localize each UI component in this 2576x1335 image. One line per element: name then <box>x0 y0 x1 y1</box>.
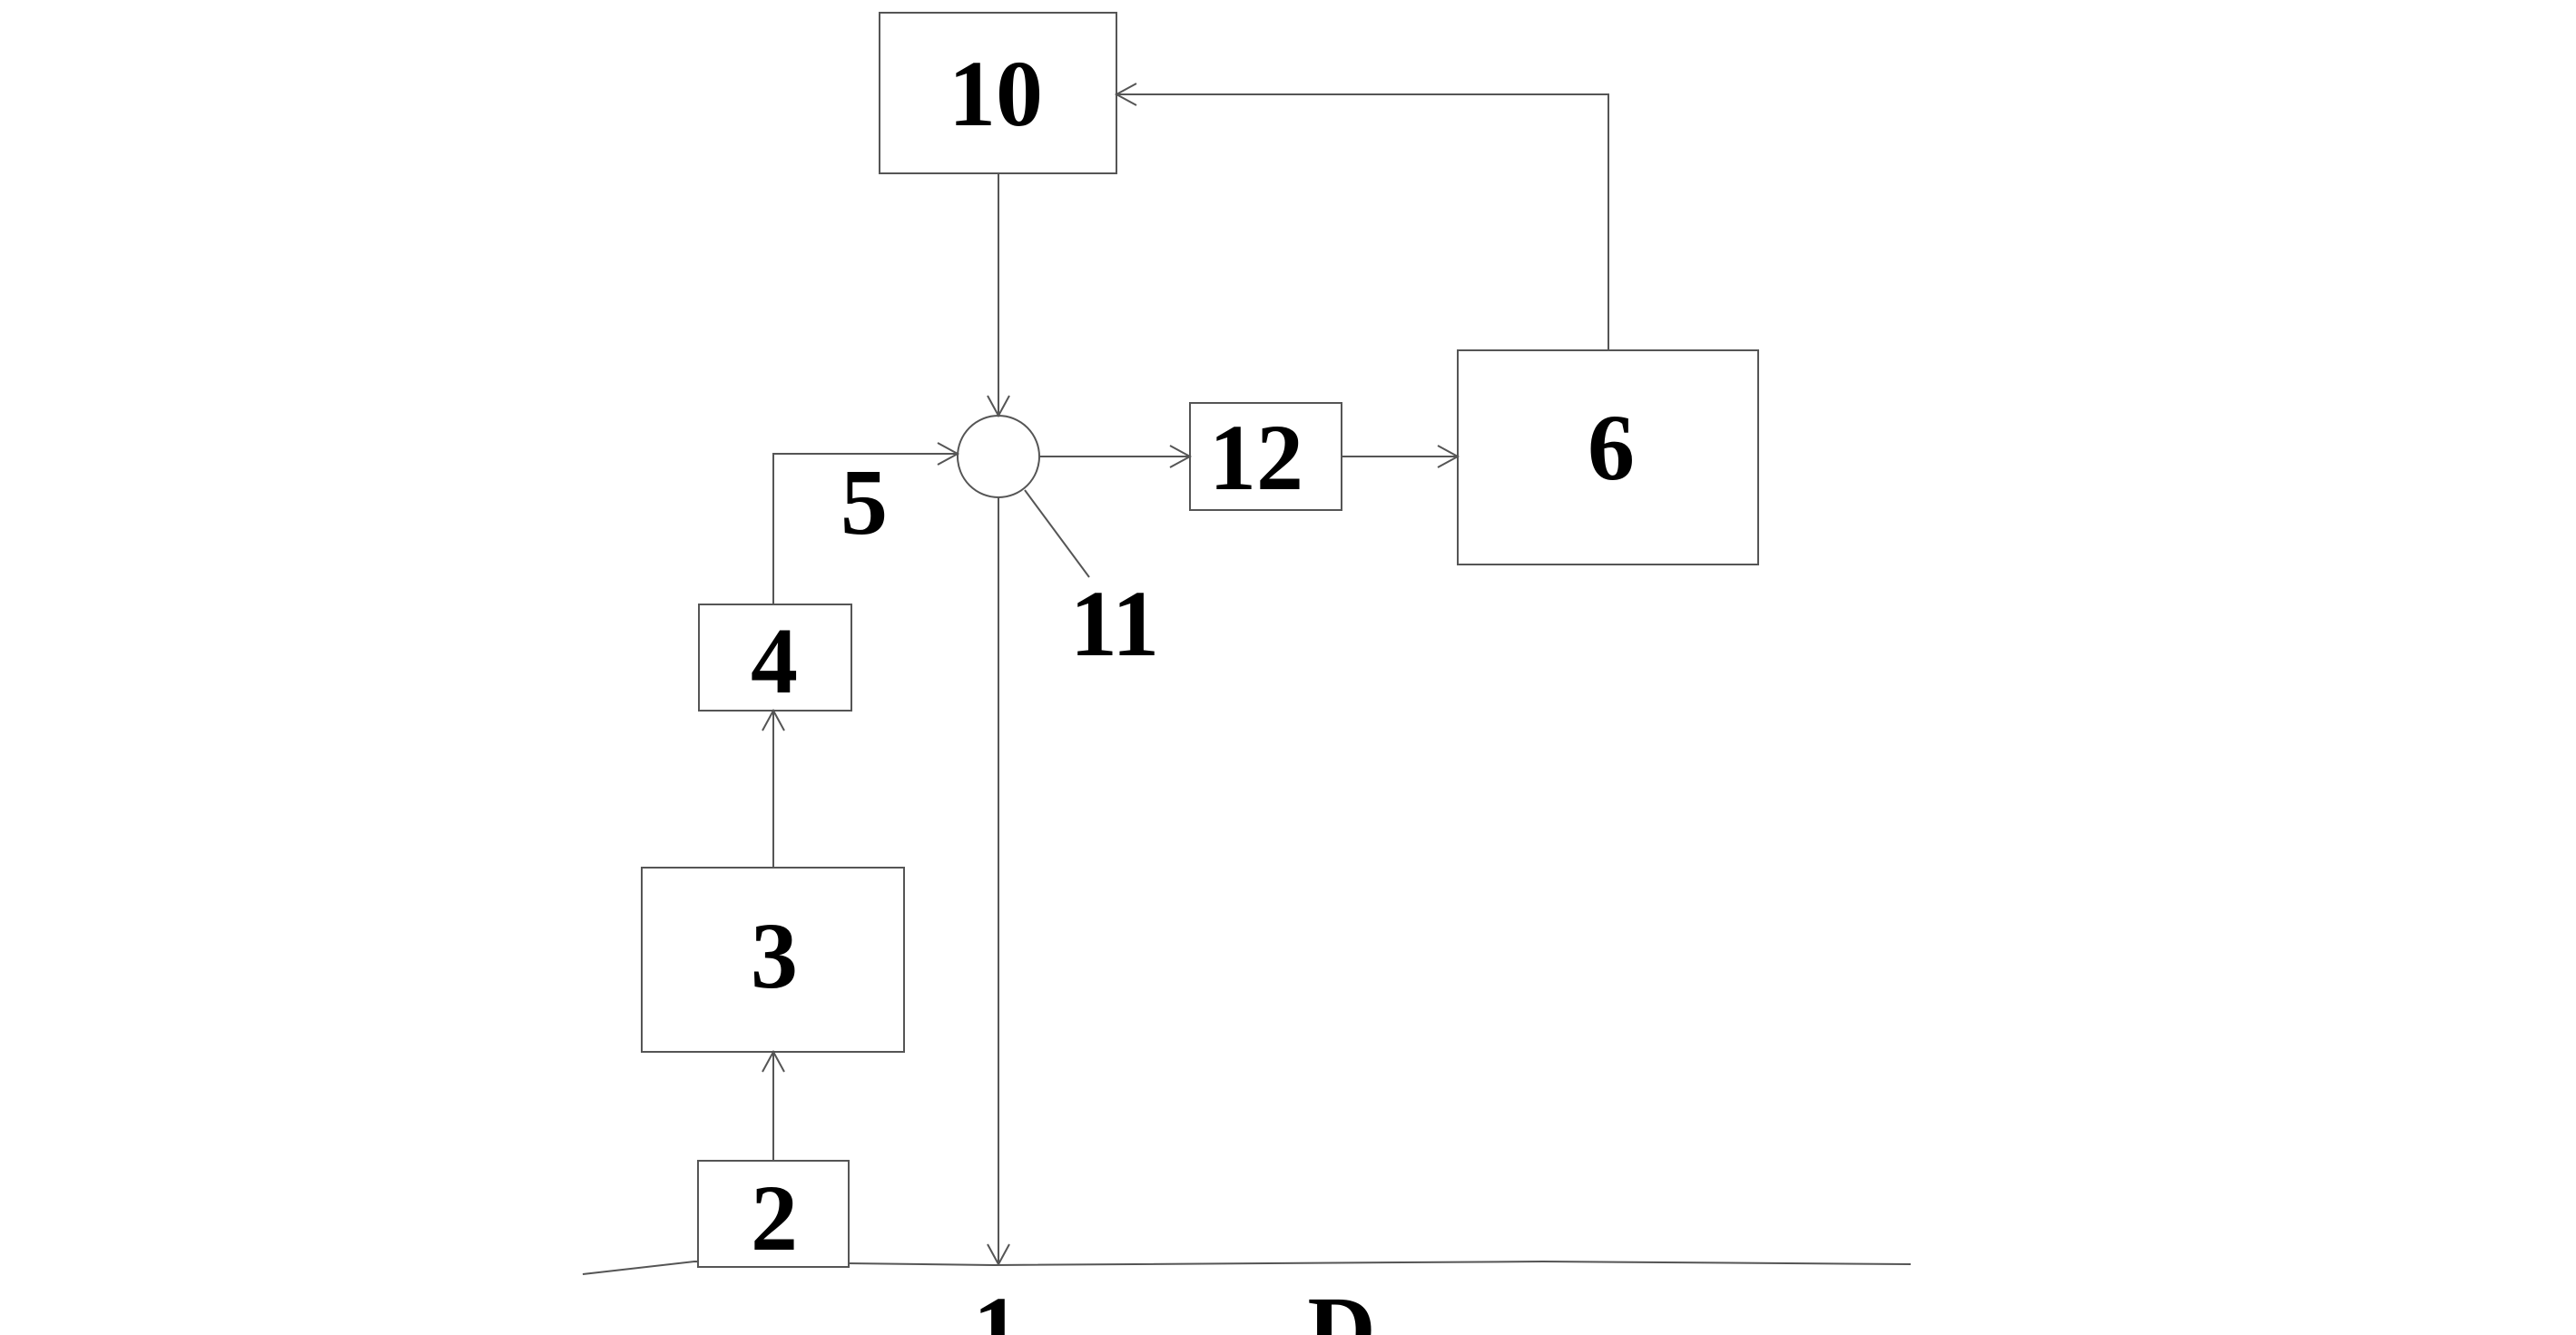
arrow-into-10 <box>1114 83 1137 106</box>
block-6-label: 6 <box>1588 396 1635 500</box>
wire-6-to-10-feedback <box>1116 93 1609 350</box>
wire-5-4-to-junction <box>772 453 958 604</box>
label-1: 1 <box>973 1278 1020 1335</box>
arrow-into-junction-top <box>987 395 1010 418</box>
block-10-label: 10 <box>949 42 1043 146</box>
block-4-label: 4 <box>751 609 798 713</box>
block-3-label: 3 <box>751 904 798 1008</box>
block-2-label: 2 <box>751 1166 798 1271</box>
arrow-into-3 <box>762 1049 785 1073</box>
arrow-into-ground <box>987 1243 1010 1267</box>
block-3 <box>641 867 905 1053</box>
block-12-label: 12 <box>1209 406 1303 510</box>
label-5: 5 <box>841 450 888 555</box>
label-d: D <box>1307 1278 1375 1335</box>
ground-line <box>582 1260 1912 1275</box>
block-4 <box>698 604 852 712</box>
label-11: 11 <box>1070 572 1159 676</box>
arrow-into-6 <box>1437 445 1460 468</box>
arrow-into-12 <box>1169 445 1193 468</box>
block-6 <box>1457 349 1759 565</box>
arrow-into-junction-left <box>937 442 960 466</box>
summing-junction-11 <box>957 415 1040 498</box>
arrow-into-4 <box>762 708 785 731</box>
block-2 <box>697 1160 850 1268</box>
block-12 <box>1189 402 1342 511</box>
leader-line-11 <box>1024 489 1090 578</box>
